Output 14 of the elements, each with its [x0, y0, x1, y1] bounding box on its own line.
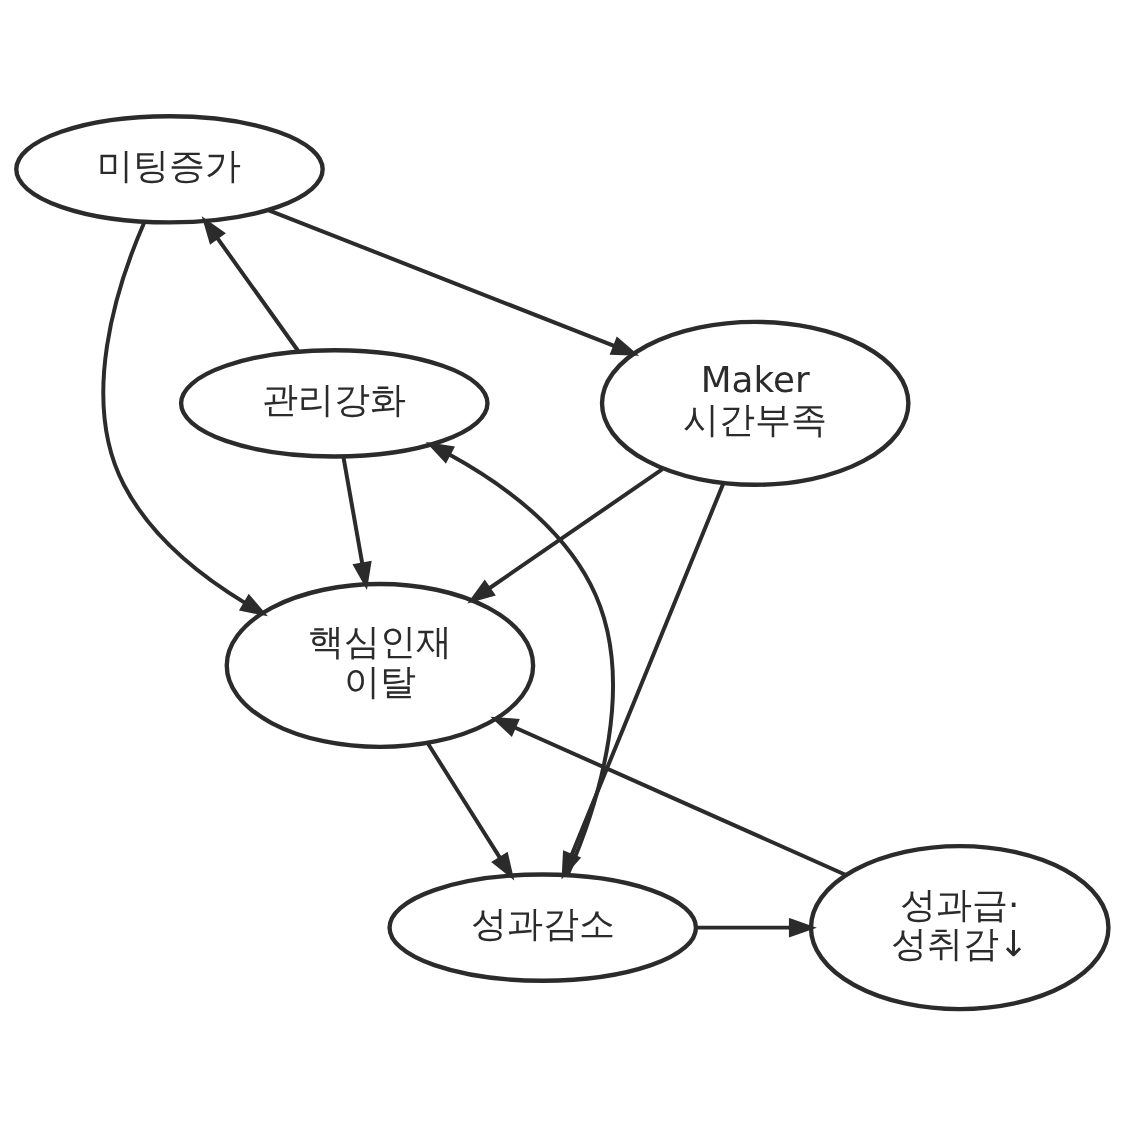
node-ellipse: 관리강화: [178, 348, 490, 459]
arrow: [101, 221, 268, 617]
arrow: [201, 216, 300, 352]
arrow: [426, 742, 515, 881]
arrow: [425, 442, 615, 876]
node-ellipse: 성과급· 성취감↓: [808, 844, 1111, 1012]
node-ellipse: Maker 시간부족: [599, 319, 911, 487]
arrow: [268, 208, 640, 356]
node-ellipse: 미팅증가: [14, 114, 325, 225]
node-ellipse: 성과감소: [387, 872, 699, 983]
arrow: [695, 917, 817, 938]
arrow: [467, 467, 664, 604]
arrow: [341, 456, 372, 590]
arrow: [490, 716, 847, 877]
